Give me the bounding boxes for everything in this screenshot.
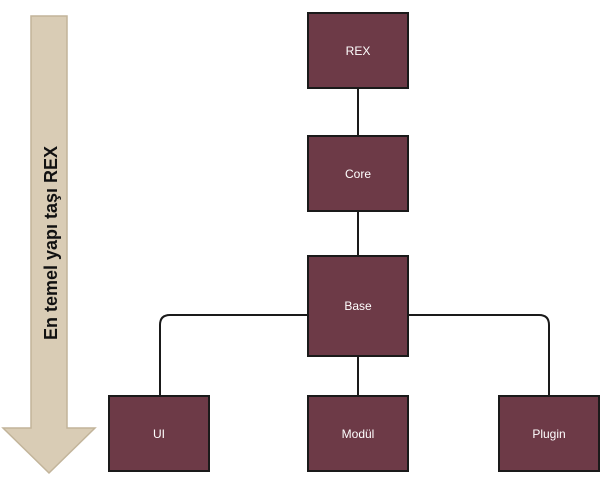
node-label: REX — [345, 43, 371, 58]
node-plugin[interactable]: Plugin — [498, 395, 600, 472]
node-label: Base — [344, 299, 372, 313]
node-modul[interactable]: Modül — [307, 395, 409, 472]
arrow-shape — [1, 15, 97, 475]
node-label: Core — [344, 166, 371, 181]
node-label: UI — [153, 426, 165, 441]
edge-base-plugin — [409, 314, 550, 395]
node-core[interactable]: Core — [307, 135, 409, 212]
node-label: Modül — [341, 426, 375, 441]
node-ui[interactable]: UI — [108, 395, 210, 472]
node-rex[interactable]: REX — [307, 12, 409, 89]
node-base[interactable]: Base — [307, 255, 409, 357]
node-label: Plugin — [532, 426, 566, 441]
edge-base-ui — [159, 314, 307, 395]
